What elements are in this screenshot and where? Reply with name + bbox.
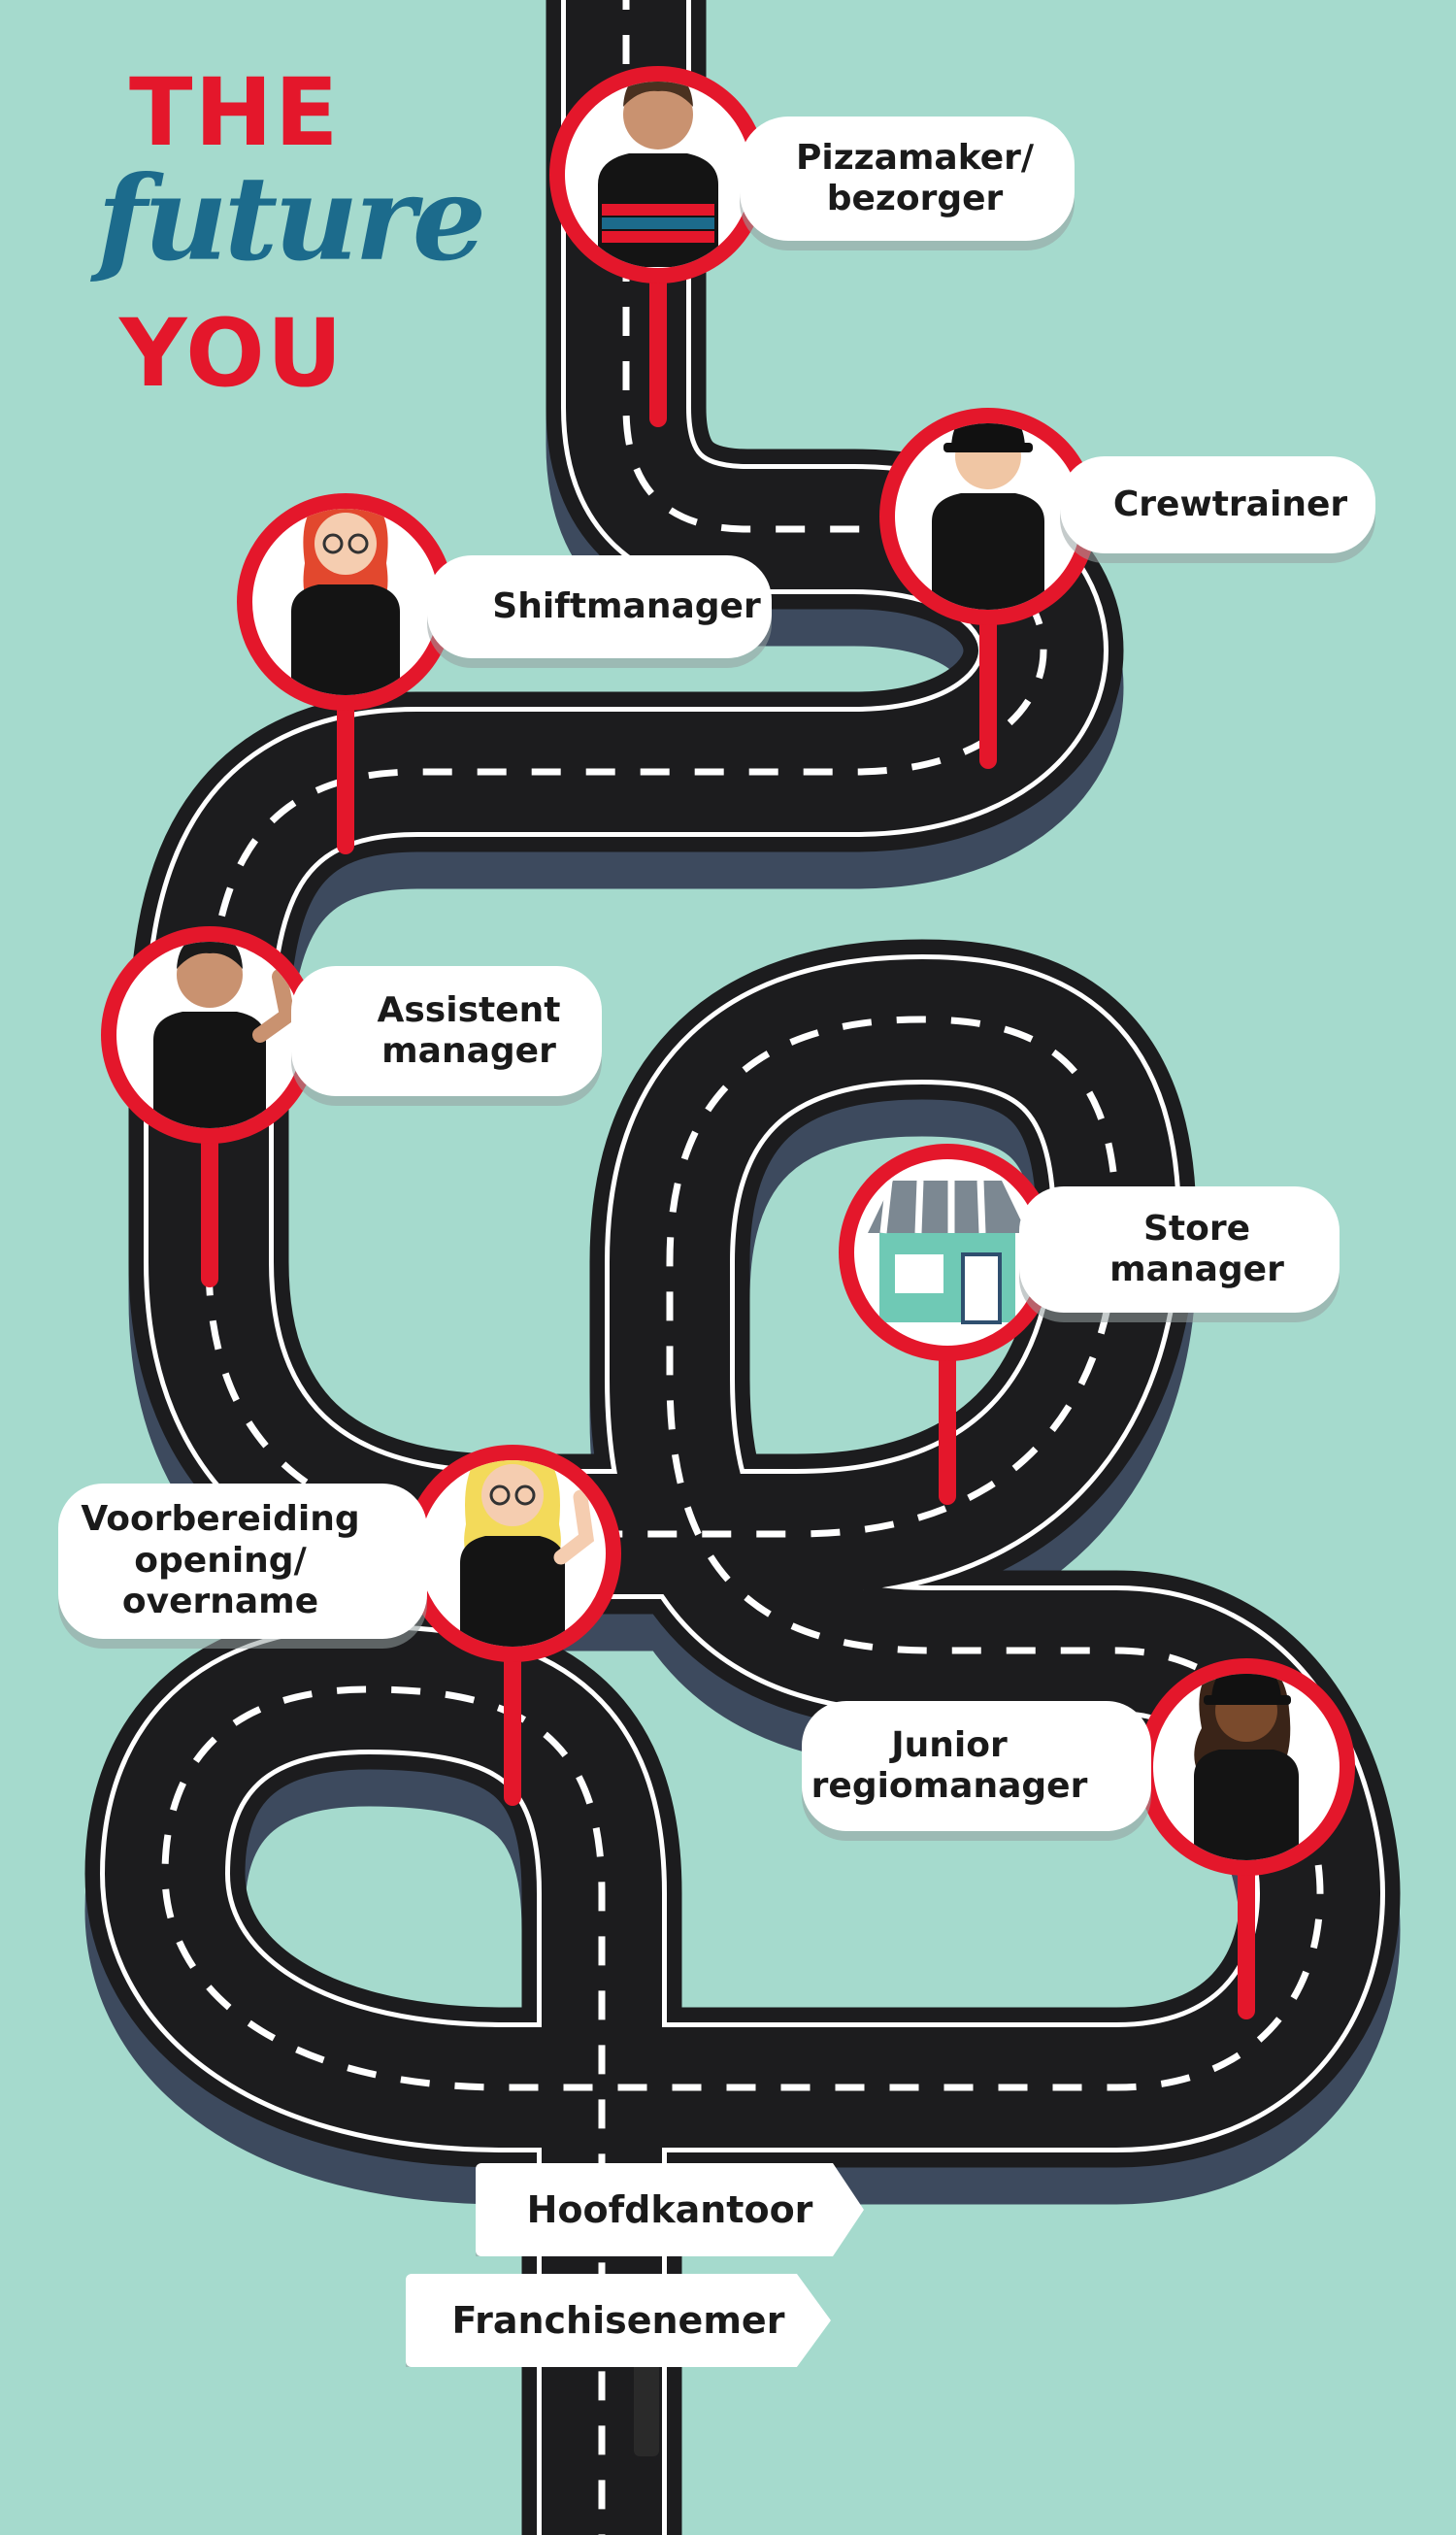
figure-hair [177, 942, 243, 969]
waving-man-icon [153, 942, 296, 1128]
figure-body [291, 584, 400, 695]
sign-franchisenemer: Franchisenemer [406, 2274, 831, 2367]
pin-crewtrainer [879, 408, 1097, 769]
figure-waving-arm [553, 1489, 595, 1565]
figure-head [177, 942, 243, 1008]
red-haired-woman-with-glasses-icon [291, 509, 400, 695]
label-voorbereiding: Voorbereiding opening/ overname [58, 1484, 427, 1639]
figure-head [623, 82, 693, 150]
pizza-box [602, 217, 714, 229]
label-shiftmanager: Shiftmanager [427, 555, 772, 658]
pin-stem [649, 264, 667, 427]
crew-member-with-cap-icon [932, 423, 1044, 610]
pin-stem [939, 1342, 956, 1505]
pizza-box [602, 204, 714, 216]
figure-cap [951, 423, 1025, 447]
label-junior: Junior regiomanager [802, 1701, 1151, 1831]
pin-stem [201, 1124, 218, 1287]
pin-stem [979, 606, 997, 769]
figure-body [932, 493, 1044, 610]
figure-glasses [489, 1484, 511, 1506]
figure-glasses [347, 533, 369, 554]
woman-with-cap-icon [1194, 1674, 1299, 1860]
figure-cap [1211, 1674, 1281, 1699]
title-the: THE [129, 58, 341, 167]
figure-glasses [514, 1484, 536, 1506]
road-center-dashes [161, 0, 1324, 2535]
label-crewtrainer: Crewtrainer [1060, 456, 1375, 553]
pin-stem [504, 1643, 521, 1806]
pin-junior [1138, 1658, 1355, 2019]
figure-waving-arm [252, 969, 296, 1043]
pizza-box [602, 231, 714, 243]
store-door [961, 1252, 1002, 1324]
pin-voorbereiding [404, 1445, 621, 1806]
pin-assistent [101, 926, 318, 1287]
pin-shiftmanager [237, 493, 454, 854]
figure-cap-brim [1204, 1695, 1291, 1705]
label-store: Store manager [1019, 1186, 1340, 1313]
figure-head [314, 513, 377, 575]
sign-hoofdkantoor: Hoofdkantoor [476, 2163, 864, 2256]
pin-stem [337, 691, 354, 854]
store-building-icon [868, 1180, 1027, 1324]
label-pizzamaker: Pizzamaker/ bezorger [740, 117, 1075, 241]
store-awning-stripes [879, 1180, 986, 1234]
title-you: YOU [119, 299, 345, 408]
pin-store [839, 1144, 1056, 1505]
store-awning [868, 1181, 1027, 1233]
figure-body [153, 1012, 266, 1128]
blonde-woman-waving-icon [460, 1460, 595, 1647]
label-assistent: Assistent manager [291, 966, 602, 1096]
figure-body [460, 1536, 565, 1647]
figure-hair [623, 82, 693, 107]
pin-stem [1238, 1856, 1255, 2019]
figure-glasses [322, 533, 344, 554]
figure-head [481, 1464, 544, 1526]
title-future: future [97, 150, 486, 287]
delivery-person-with-pizza-boxes-icon [598, 82, 718, 267]
pin-pizzamaker [549, 66, 767, 427]
store-window [895, 1254, 943, 1293]
figure-cap-brim [943, 443, 1033, 452]
figure-body [1194, 1750, 1299, 1860]
